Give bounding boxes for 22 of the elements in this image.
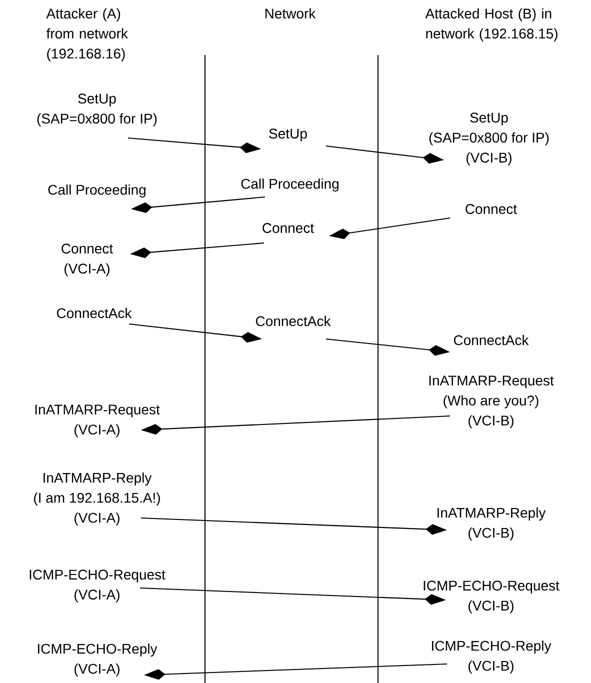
message-label: Connect (VCI-A) <box>62 244 113 276</box>
message-label: ICMP-ECHO-Reply (VCI-B) <box>432 640 552 674</box>
message-label: Call Proceeding <box>48 184 146 198</box>
header-text: Network <box>265 8 316 19</box>
header-text: Attacker (A) from network (192.168.16) <box>46 8 128 62</box>
message-label: Connect <box>466 204 517 214</box>
message-label: Call Proceeding <box>241 178 338 192</box>
message-label: SetUp <box>269 128 307 142</box>
message-label: SetUp (SAP=0x800 for IP) <box>37 94 157 126</box>
message-label: SetUp (SAP=0x800 for IP) (VCI-B) <box>429 112 549 166</box>
header-text: Attacked Host (B) in network (192.168.15) <box>425 8 558 42</box>
message-label: ICMP-ECHO-Reply (VCI-A) <box>38 643 158 677</box>
message-label: ConnectAck <box>454 334 529 346</box>
message-label: ConnectAck <box>56 308 132 318</box>
message-label: InATMARP-Reply (I am 192.168.15.A!) (VCI-A) <box>34 472 160 526</box>
message-label: ICMP-ECHO-Request (VCI-A) <box>30 570 166 602</box>
message-label: InATMARP-Request (VCI-A) <box>35 404 160 438</box>
message-label: InATMARP-Reply (VCI-B) <box>438 508 546 541</box>
message-label: Connect <box>262 223 314 233</box>
message-label: InATMARP-Request (Who are you?) (VCI-B) <box>429 376 554 428</box>
message-label: ConnectAck <box>256 316 331 326</box>
message-label: ICMP-ECHO-Request (VCI-B) <box>424 580 560 614</box>
